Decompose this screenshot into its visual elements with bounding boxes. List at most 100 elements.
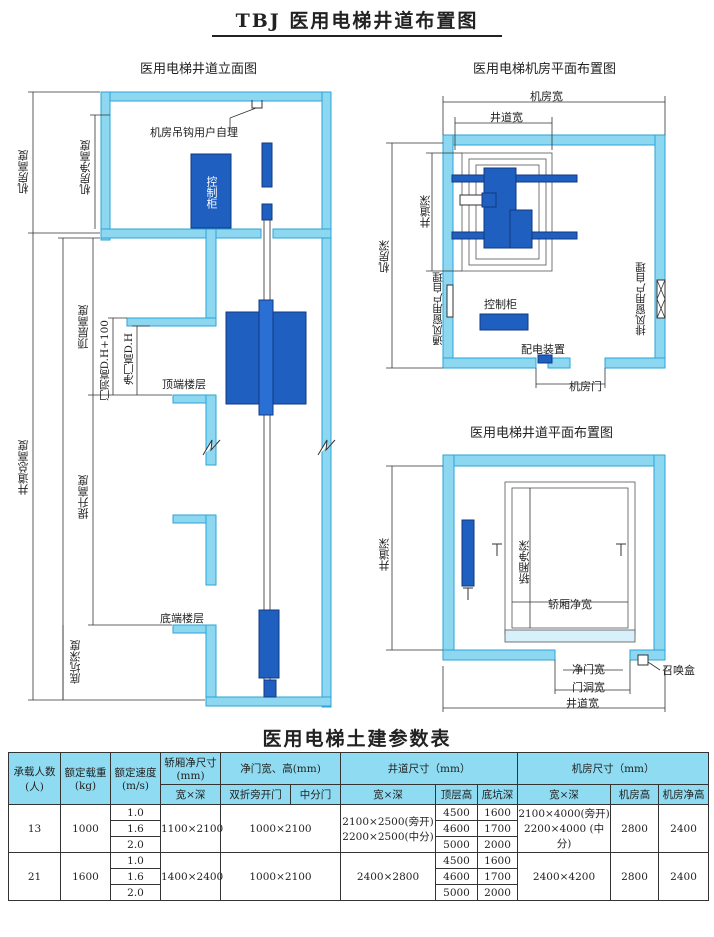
dim-machine-room-clear-height: 机房净高度 — [79, 140, 92, 195]
params-table: 承载人数(人) 额定载重(kg) 额定速度(m/s) 轿厢净尺寸(mm) 净门宽… — [8, 752, 710, 901]
traction-machine — [261, 142, 273, 188]
dim-door-opening-height: 门洞高D.H+100 — [99, 320, 111, 401]
room-cabinet-label: 控制柜 — [484, 298, 517, 311]
th-shaft-wxd: 宽×深 — [340, 784, 437, 805]
cell-load: 1000 — [60, 804, 111, 853]
cell-capacity: 13 — [8, 804, 61, 853]
cell-shaft: 2400×2800 — [340, 852, 437, 901]
cell-room-clear: 2400 — [658, 804, 710, 853]
dim-overhead-height: 顶层高度 — [77, 305, 90, 349]
buffer — [263, 679, 277, 698]
table-row: 2.0 5000 2000 — [9, 884, 709, 901]
dim-room-width: 机房宽 — [530, 90, 563, 103]
shaft-plan-title: 医用电梯井道平面布置图 — [470, 426, 614, 441]
label-bottom-floor: 底端楼层 — [160, 612, 204, 625]
break-marks — [202, 439, 336, 456]
th-room-clear: 机房净高 — [658, 784, 710, 805]
hook-icon — [251, 100, 263, 109]
cell-speed: 1.0 — [110, 852, 161, 869]
cell-overhead: 4500 — [435, 804, 479, 821]
cell-shaft: 2100×2500(旁开)2200×2500(中分) — [340, 804, 437, 853]
elevation-title: 医用电梯井道立面图 — [140, 62, 258, 77]
dim-shaft-depth: 井道深 — [378, 538, 391, 571]
cell-overhead: 4500 — [435, 852, 479, 869]
elevation-walls — [100, 91, 332, 708]
dim-shaft-total-height: 井道总高度 — [17, 440, 30, 495]
cell-room-clear: 2400 — [658, 852, 710, 901]
cell-pit: 1700 — [477, 820, 519, 837]
dim-car-clear-depth: 轿厢净深 — [518, 540, 531, 584]
dim-room-shaft-depth: 井道深 — [419, 195, 432, 228]
table-row: 1.6 4600 1700 — [9, 868, 709, 885]
dim-shaft-width: 井道宽 — [566, 697, 599, 710]
th-door-center: 中分门 — [289, 784, 342, 805]
cell-overhead: 4600 — [435, 820, 479, 837]
machine-room-title: 医用电梯机房平面布置图 — [473, 62, 617, 77]
dim-room-depth: 机房深 — [378, 240, 391, 273]
hook-label: 机房吊钩用户自理 — [150, 126, 238, 139]
counterweight — [258, 609, 280, 679]
th-car-size: 轿厢净尺寸(mm) — [160, 752, 221, 785]
cell-room: 2400×4200 — [517, 852, 612, 901]
title-underline — [212, 35, 502, 37]
th-pit: 底坑深 — [477, 784, 519, 805]
dim-car-clear-width: 轿厢净宽 — [548, 598, 592, 611]
dim-door-opening-width: 门洞宽 — [572, 681, 605, 694]
th-room-height: 机房高 — [610, 784, 660, 805]
dim-machine-room-height: 机房高度 — [17, 150, 30, 194]
page-title: TBJ 医用电梯井道布置图 — [235, 10, 479, 32]
door-label: 机房门 — [569, 380, 602, 393]
cell-overhead: 4600 — [435, 868, 479, 885]
th-overhead: 顶层高 — [435, 784, 479, 805]
cell-capacity: 21 — [8, 852, 61, 901]
cell-overhead: 5000 — [435, 884, 479, 901]
cell-pit: 1600 — [477, 852, 519, 869]
cell-pit: 2000 — [477, 884, 519, 901]
call-box-icon — [637, 654, 649, 666]
th-shaft: 井道尺寸（mm） — [340, 752, 519, 785]
call-box-label: 召唤盒 — [662, 664, 695, 677]
th-speed: 额定速度(m/s) — [110, 752, 161, 805]
table-row: 13 1000 1.0 1100×2100 1000×2100 2100×250… — [8, 804, 710, 853]
cell-overhead: 5000 — [435, 836, 479, 853]
cell-pit: 1600 — [477, 804, 519, 821]
cell-pit: 1700 — [477, 868, 519, 885]
cell-car: 1100×2100 — [160, 804, 223, 853]
table-title: 医用电梯土建参数表 — [262, 728, 452, 750]
cell-room-height: 2800 — [610, 852, 660, 901]
th-door: 净门宽、高(mm) — [219, 752, 342, 785]
th-car-wxd: 宽×深 — [160, 784, 221, 805]
cell-speed: 1.6 — [110, 820, 161, 837]
cell-door: 1000×2100 — [219, 804, 342, 853]
vent-right-label: 排风窗用户自理 — [635, 262, 647, 336]
cell-load: 1600 — [60, 852, 111, 901]
cell-car: 1400×2400 — [160, 852, 223, 901]
dim-clear-door-width: 净门宽 — [572, 663, 605, 676]
cell-pit: 2000 — [477, 836, 519, 853]
power-device — [537, 354, 553, 364]
cell-door: 1000×2100 — [219, 852, 342, 901]
cell-room: 2100×4000(旁开)2200×4000 (中分) — [517, 804, 612, 853]
cell-speed: 2.0 — [110, 884, 161, 901]
table-row: 1.6 4600 1700 — [9, 820, 709, 837]
dim-pit-depth: 底坑深度 — [69, 640, 82, 684]
th-door-side: 双折旁开门 — [220, 784, 291, 805]
machine-room-plan — [386, 96, 666, 388]
table-row: 21 1600 1.0 1400×2400 1000×2100 2400×280… — [8, 852, 710, 901]
drawings-svg — [28, 91, 666, 712]
sheave — [261, 203, 273, 221]
elevation-control-cabinet — [190, 153, 232, 229]
dim-clear-door-height: 净门高D.H — [123, 333, 135, 386]
cell-speed: 1.6 — [110, 868, 161, 885]
dim-room-shaft-width: 井道宽 — [490, 111, 523, 124]
cell-speed: 1.0 — [110, 804, 161, 821]
room-control-cabinet — [479, 313, 529, 331]
elevation-dimensions — [28, 91, 205, 701]
label-top-floor: 顶端楼层 — [162, 378, 206, 391]
shaft-plan — [386, 454, 666, 712]
th-load: 额定载重(kg) — [60, 752, 111, 805]
cell-speed: 2.0 — [110, 836, 161, 853]
cell-room-height: 2800 — [610, 804, 660, 853]
th-room-wxd: 宽×深 — [517, 784, 612, 805]
elevation-cabinet-label: 控制柜 — [205, 176, 218, 209]
